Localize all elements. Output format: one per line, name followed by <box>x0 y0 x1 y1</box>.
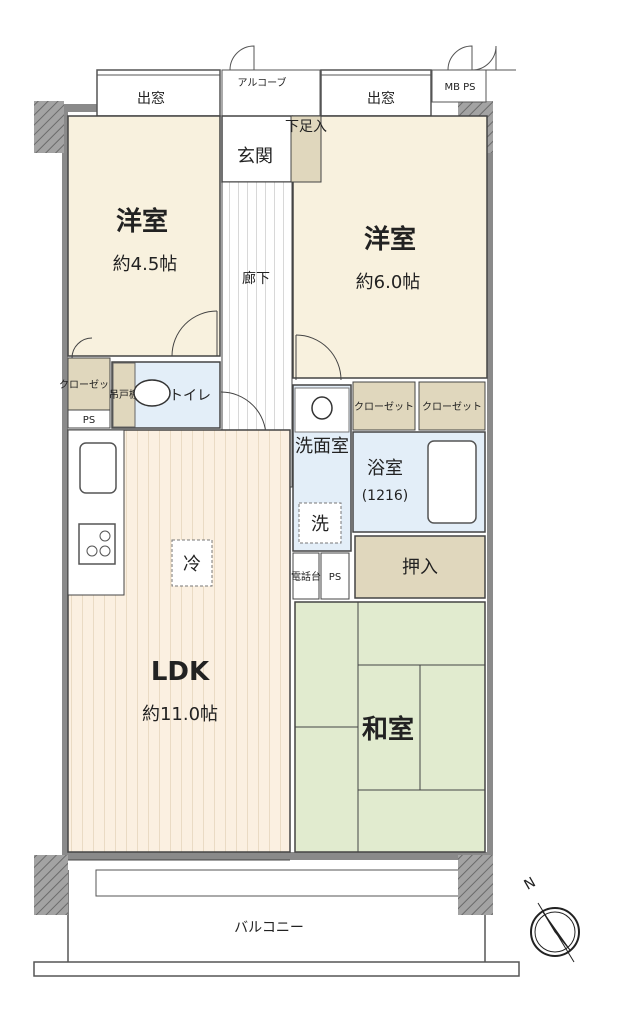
western-small-size: 約4.5帖 <box>113 254 178 275</box>
entrance: 玄関 <box>221 115 293 183</box>
western-small-name: 洋室 <box>116 206 168 237</box>
toilet: 吊戸棚 トイレ <box>109 361 221 429</box>
ldk-size: 約11.0帖 <box>142 704 218 725</box>
shoe-box: 下足入 <box>285 115 327 183</box>
japanese-name: 和室 <box>362 714 414 745</box>
sink-icon <box>79 442 117 494</box>
shoe-box-label: 下足入 <box>285 119 327 135</box>
washbasin-icon <box>311 396 333 420</box>
bay-window-label-right: 出窓 <box>367 90 395 107</box>
alcove-label: アルコーブ <box>237 76 286 89</box>
ps-label-left: PS <box>83 415 95 426</box>
western-large-size: 約6.0帖 <box>356 272 421 293</box>
room-western-large: 洋室 約6.0帖 <box>292 115 488 381</box>
mb-ps: MB PS <box>431 45 516 103</box>
washer-label: 洗 <box>311 514 329 535</box>
ldk-name: LDK <box>151 657 210 687</box>
fridge-label: 冷 <box>183 554 201 575</box>
storage-oshiire: 押入 <box>354 535 486 599</box>
bath-name: 浴室 <box>367 458 403 479</box>
bay-window-label-left: 出窓 <box>137 90 165 107</box>
closet-left: クローゼット PS <box>59 337 119 429</box>
room-japanese: 和室 <box>294 601 486 853</box>
closet-left-label: クローゼット <box>59 379 119 391</box>
phone-label: 電話台 <box>291 570 321 583</box>
structural-columns <box>34 101 493 915</box>
closet-right-1: クローゼット <box>352 381 416 431</box>
alcove: アルコーブ <box>221 45 321 117</box>
bay-window-left: 出窓 <box>96 69 221 117</box>
compass-north-label: N <box>521 874 538 893</box>
wall-shelf-label: 吊戸棚 <box>109 388 139 401</box>
balcony-label: バルコニー <box>234 920 304 936</box>
washroom: 洗面室 洗 <box>292 384 352 552</box>
bay-window-right: 出窓 <box>320 69 432 117</box>
ps-label-right: PS <box>329 572 341 583</box>
bath-size: (1216) <box>362 488 409 504</box>
room-ldk: 冷 LDK 約11.0帖 <box>67 429 291 861</box>
room-western-small: 洋室 約4.5帖 <box>67 115 221 357</box>
western-large-name: 洋室 <box>364 224 416 255</box>
entrance-label: 玄関 <box>237 146 273 167</box>
closet-right-1-label: クローゼット <box>354 401 414 413</box>
stove-icon <box>78 523 116 565</box>
closet-right-2: クローゼット <box>418 381 486 431</box>
compass-icon: N <box>521 874 580 963</box>
storage-label: 押入 <box>402 557 438 578</box>
phone-stand: 電話台 PS <box>291 552 350 600</box>
bathroom: 浴室 (1216) <box>352 431 486 533</box>
toilet-label: トイレ <box>169 388 211 404</box>
mb-ps-label: MB PS <box>444 82 475 93</box>
bathtub-icon <box>427 440 477 524</box>
closet-right-2-label: クローゼット <box>422 401 482 413</box>
washroom-label: 洗面室 <box>295 436 349 457</box>
balcony-area: バルコニー <box>33 869 520 977</box>
corridor-label: 廊下 <box>242 270 270 287</box>
